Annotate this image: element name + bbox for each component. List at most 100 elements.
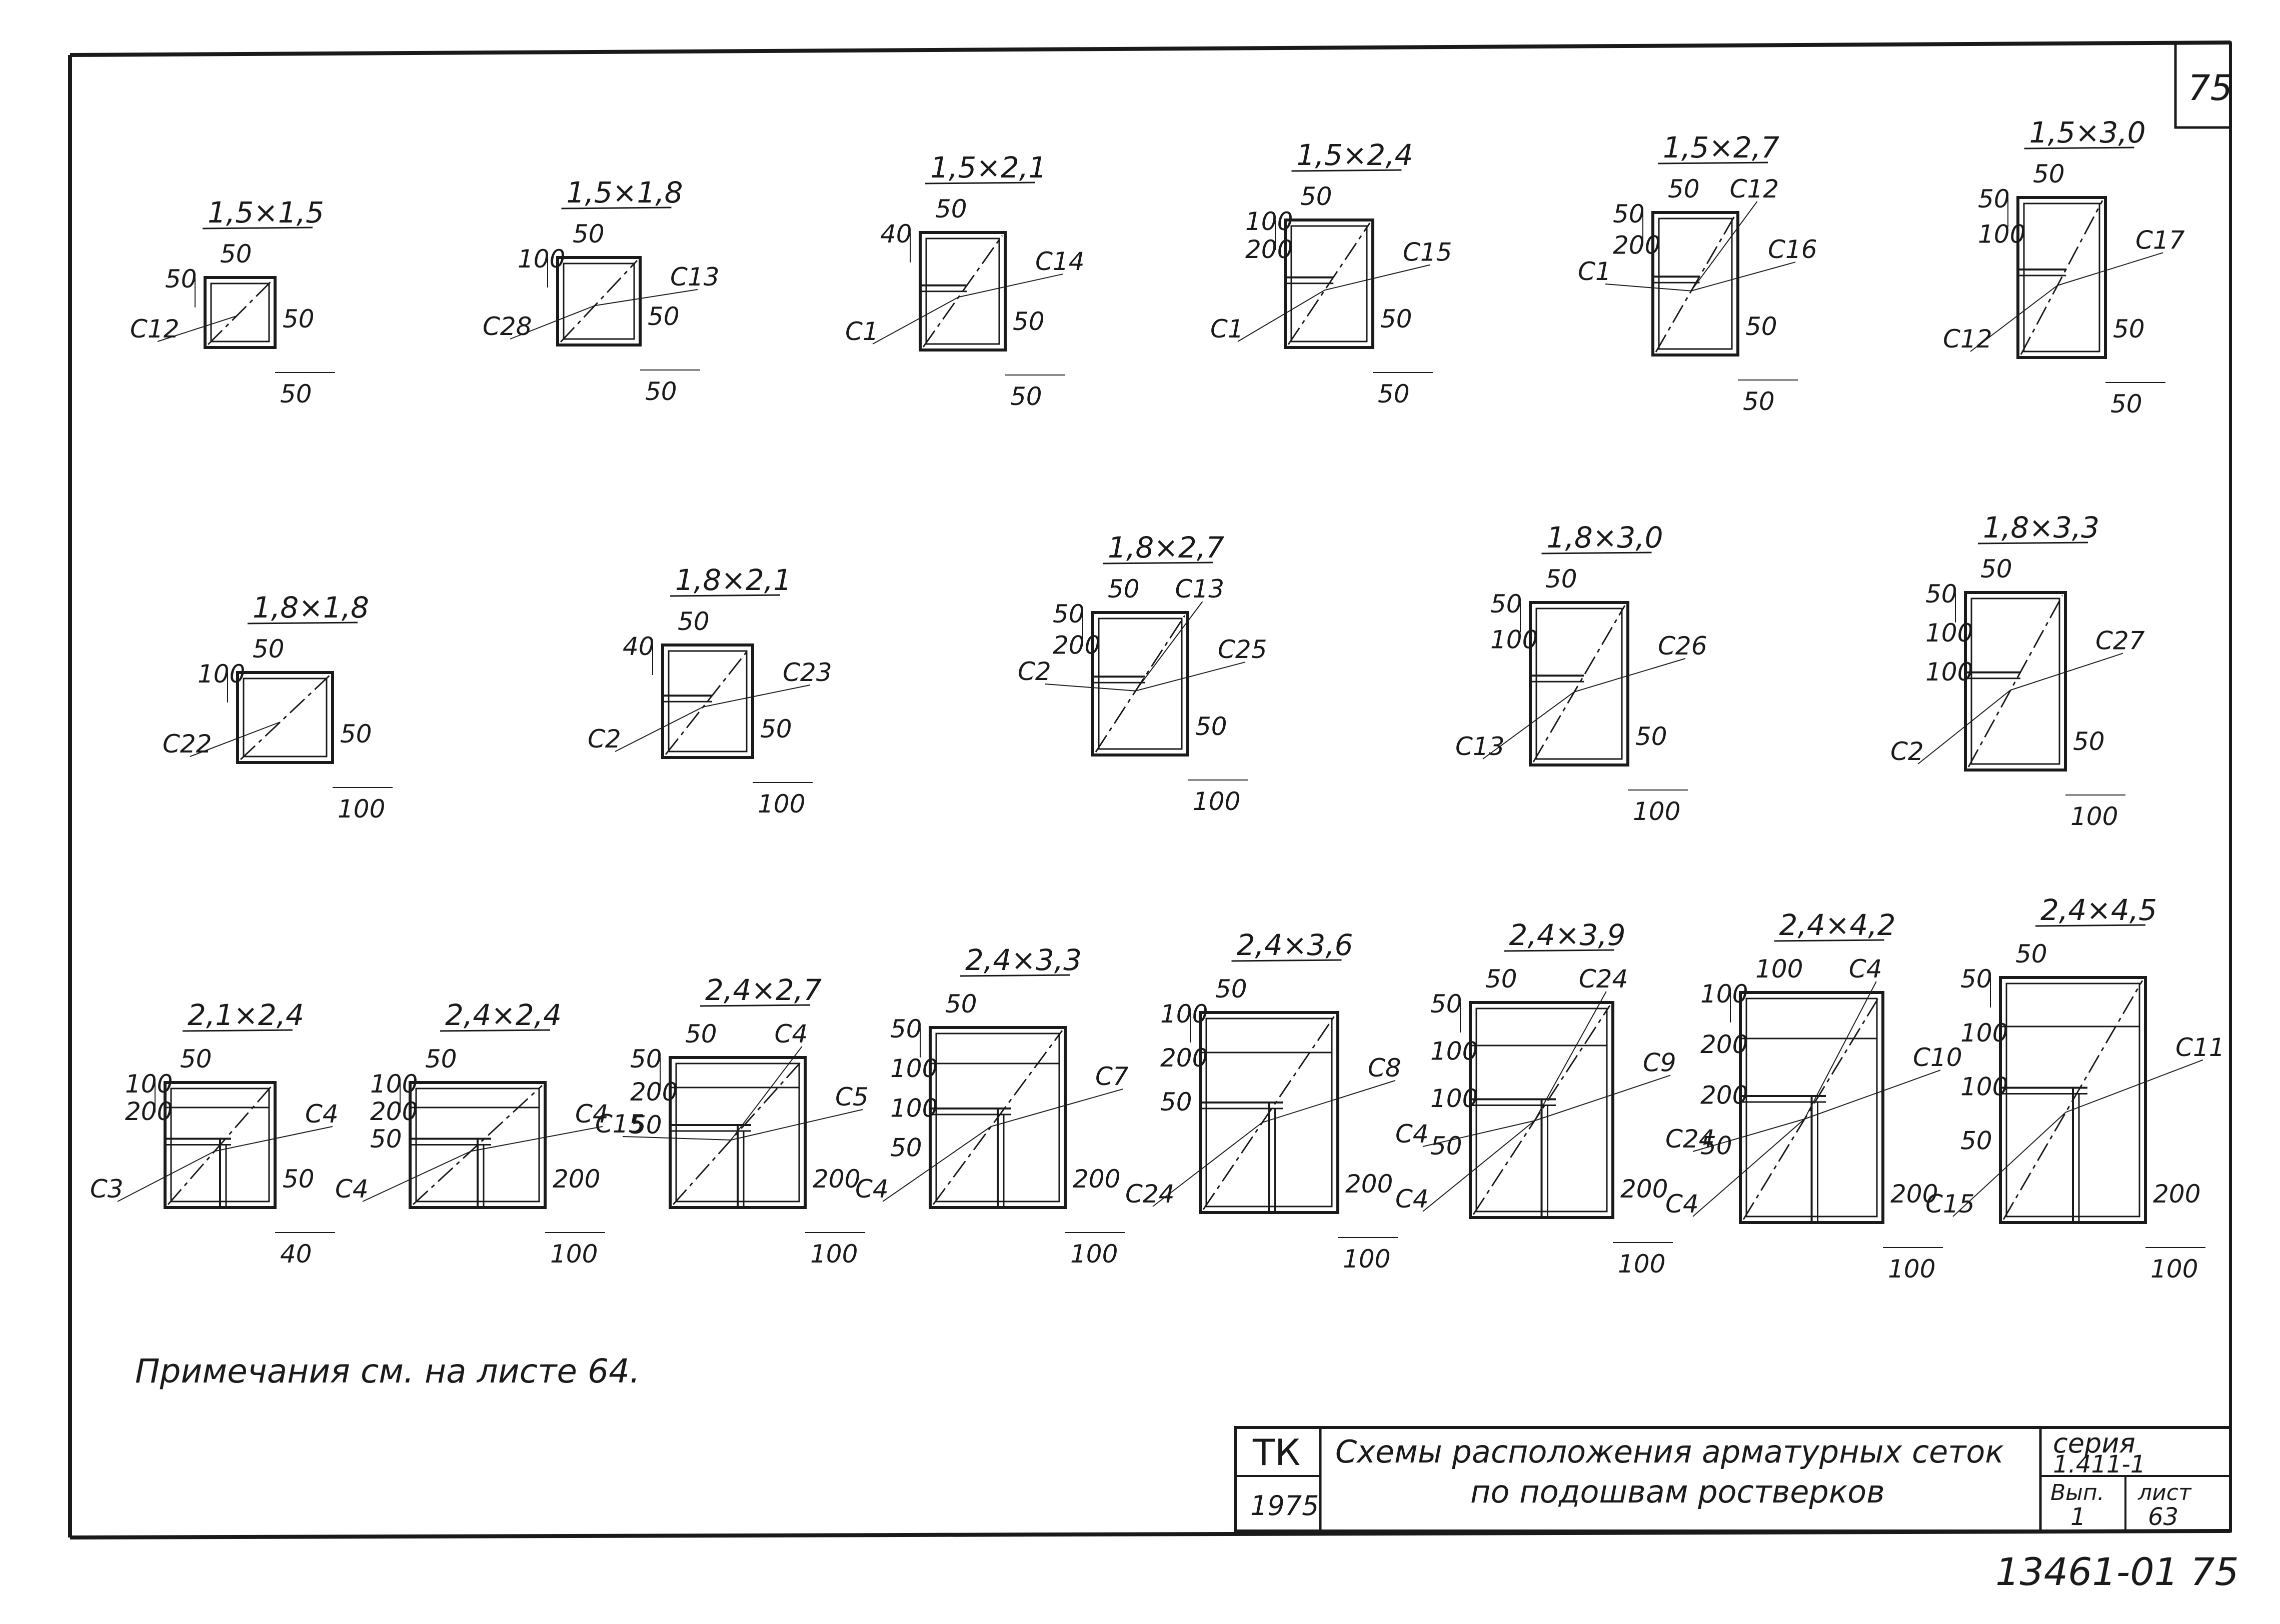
dimension-label: 50 [1635, 722, 1667, 751]
scheme-title: 1,5×2,7 [1663, 130, 1779, 164]
dimension-label: 200 [1073, 1164, 1120, 1194]
mesh-mark-label: С15 [1403, 238, 1452, 267]
title-block-title-line2: по подошвам ростверков [1470, 1474, 1885, 1510]
dimension-label: 50 [1925, 580, 1957, 608]
dimension-label: 100 [1343, 1244, 1390, 1274]
sheet-frame [68, 40, 2232, 1540]
dimension-label: 200 [125, 1097, 173, 1126]
page-number: 75 [2188, 68, 2232, 108]
scheme-title: 2,4×3,9 [1509, 918, 1626, 952]
dimension-label: 50 [1378, 380, 1410, 408]
dimension-label: 50 [1978, 184, 2010, 214]
dimension-label: 100 [1193, 787, 1240, 816]
scheme-title: 2,4×4,5 [2040, 893, 2157, 927]
mesh-mark-label: С4 [335, 1174, 369, 1204]
title-block-issue-label: Вып. [2050, 1480, 2104, 1506]
mesh-mark-label: С1 [845, 317, 879, 346]
dimension-label: 50 [1013, 307, 1045, 336]
title-block-series-label: серия [2053, 1428, 2135, 1459]
title-block [1234, 1426, 2232, 1532]
mesh-mark-label: С2 [588, 724, 621, 754]
dimension-label: 100 [1430, 1084, 1478, 1113]
mesh-mark-label: С2 [1018, 657, 1051, 686]
mesh-mark-label: С4 [1849, 954, 1882, 984]
dimension-label: 100 [1245, 207, 1293, 236]
dimension-label: 200 [370, 1097, 418, 1126]
mesh-mark-label: С24 [1579, 964, 1628, 994]
dimension-label: 100 [1960, 1072, 2008, 1102]
dimension-label: 50 [945, 990, 977, 1018]
scheme-title: 2,4×2,4 [445, 998, 562, 1032]
dimension-label: 50 [1613, 200, 1645, 228]
dimension-label: 100 [518, 244, 565, 274]
dimension-label: 100 [1925, 658, 1973, 686]
mesh-mark-label: С8 [1368, 1054, 1401, 1082]
dimension-label: 50 [1010, 382, 1042, 411]
dimension-label: 50 [1160, 1088, 1192, 1116]
title-block-org: ТК [1252, 1432, 1300, 1474]
mesh-mark-label: С4 [1665, 1190, 1699, 1218]
mesh-mark-label: С12 [1943, 324, 1992, 354]
dimension-label: 100 [1070, 1240, 1118, 1268]
dimension-label: 50 [760, 714, 792, 744]
dimension-label: 50 [1485, 964, 1517, 994]
mesh-mark-label: С24 [1125, 1180, 1175, 1208]
dimension-label: 50 [2110, 390, 2142, 418]
dimension-label: 100 [1490, 626, 1538, 654]
dimension-label: 100 [1925, 618, 1973, 648]
mesh-mark-label: С9 [1643, 1048, 1676, 1078]
mesh-mark-label: С12 [130, 314, 180, 344]
dimension-label: 100 [125, 1070, 173, 1098]
dimension-label: 50 [180, 1044, 212, 1074]
dimension-label: 50 [425, 1044, 457, 1074]
scheme-title: 1,5×1,5 [208, 196, 324, 230]
mesh-mark-label: С3 [90, 1174, 124, 1204]
dimension-label: 200 [1890, 1180, 1938, 1208]
dimension-label: 50 [1053, 600, 1085, 628]
dimension-label: 100 [1700, 980, 1748, 1008]
dimension-label: 100 [2070, 802, 2118, 831]
dimension-label: 200 [553, 1164, 600, 1194]
mesh-mark-label: С4 [305, 1100, 339, 1128]
title-block-series-value: 1.411-1 [2053, 1450, 2145, 1478]
mesh-mark-label: С1 [1210, 314, 1244, 344]
dimension-label: 100 [198, 660, 245, 688]
dimension-label: 200 [1245, 235, 1293, 264]
dimension-label: 50 [1490, 590, 1522, 618]
mesh-mark-label: С22 [163, 730, 212, 758]
mesh-mark-label: С4 [775, 1020, 808, 1048]
dimension-label: 50 [1668, 174, 1700, 204]
scheme-title: 2,4×3,3 [965, 943, 1082, 977]
dimension-label: 50 [1745, 312, 1777, 341]
scheme-title: 1,8×3,3 [1983, 510, 2099, 544]
dimension-label: 100 [1755, 954, 1803, 984]
dimension-label: 50 [1960, 1126, 1992, 1155]
mesh-mark-label: С5 [835, 1082, 869, 1112]
dimension-label: 50 [253, 634, 285, 664]
dimension-label: 50 [2073, 727, 2105, 756]
mesh-mark-label: С13 [670, 262, 720, 292]
dimension-label: 50 [890, 1014, 922, 1044]
mesh-mark-label: С10 [1913, 1043, 1962, 1072]
dimension-label: 50 [2033, 160, 2065, 188]
mesh-mark-label: С15 [1925, 1190, 1975, 1218]
bottom-code: 13461-01 75 [1995, 1550, 2239, 1594]
dimension-label: 200 [1620, 1174, 1668, 1204]
dimension-label: 200 [1613, 231, 1660, 260]
mesh-mark-label: С11 [2175, 1033, 2225, 1062]
dimension-label: 50 [1108, 574, 1140, 604]
dimension-label: 50 [648, 302, 680, 331]
dimension-label: 200 [1053, 631, 1100, 660]
dimension-label: 200 [1700, 1030, 1748, 1059]
